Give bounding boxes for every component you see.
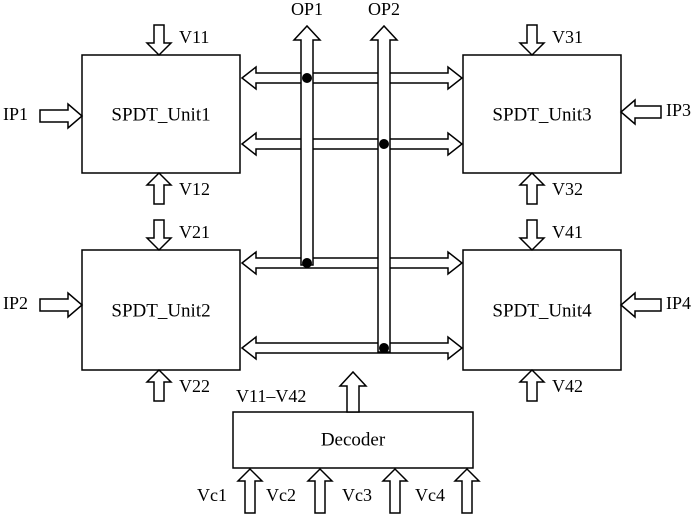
decoder-output-arrow xyxy=(338,370,368,413)
junction-dot-1 xyxy=(302,73,312,83)
spdt-unit-2-label: SPDT_Unit2 xyxy=(111,300,210,321)
decoder-input-arrow-2 xyxy=(306,467,334,514)
op2-label: OP2 xyxy=(368,0,400,19)
ctrl-bottom-label-4: V42 xyxy=(552,376,583,396)
bus-arrow-1 xyxy=(240,65,464,91)
op1-output-arrow xyxy=(292,24,322,266)
input-arrow-1 xyxy=(39,102,84,130)
ctrl-top-label-4: V41 xyxy=(552,222,583,242)
ctrl-bottom-label-2: V22 xyxy=(179,376,210,396)
input-label-3: IP3 xyxy=(666,100,691,120)
bus-arrow-3 xyxy=(240,250,464,276)
ctrl-bottom-arrow-4 xyxy=(518,368,546,402)
decoder-input-label-2: Vc2 xyxy=(266,485,296,505)
spdt-unit-2-box xyxy=(81,249,241,371)
spdt-unit-4-label: SPDT_Unit4 xyxy=(492,300,592,321)
bus-arrow-2 xyxy=(240,131,464,157)
decoder-input-arrow-3 xyxy=(381,467,409,514)
junction-dot-4 xyxy=(379,343,389,353)
ctrl-bottom-arrow-3 xyxy=(518,171,546,205)
decoder-label: Decoder xyxy=(321,429,386,450)
ctrl-top-arrow-3 xyxy=(518,24,546,57)
input-label-4: IP4 xyxy=(666,293,691,313)
spdt-unit-1-box xyxy=(81,54,241,174)
spdt-unit-1-label: SPDT_Unit1 xyxy=(111,104,210,125)
op1-label: OP1 xyxy=(291,0,323,19)
decoder-input-label-1: Vc1 xyxy=(197,485,227,505)
input-arrow-3 xyxy=(619,98,662,126)
op2-output-arrow xyxy=(369,24,399,353)
spdt-unit-4-box xyxy=(462,249,622,371)
ctrl-bottom-arrow-2 xyxy=(145,368,173,402)
junction-dot-2 xyxy=(379,139,389,149)
bus-arrow-4 xyxy=(240,335,464,361)
decoder-output-label: V11–V42 xyxy=(236,386,306,406)
spdt-unit-3-box xyxy=(462,54,622,174)
ctrl-top-arrow-1 xyxy=(145,24,173,57)
ctrl-top-arrow-4 xyxy=(518,219,546,252)
ctrl-top-label-1: V11 xyxy=(179,27,209,47)
decoder-input-label-4: Vc4 xyxy=(415,485,445,505)
junction-dot-3 xyxy=(302,258,312,268)
input-arrow-2 xyxy=(39,291,84,319)
ctrl-bottom-label-3: V32 xyxy=(552,179,583,199)
spdt-unit-3-label: SPDT_Unit3 xyxy=(492,104,591,125)
decoder-input-arrow-1 xyxy=(236,467,264,514)
ctrl-top-arrow-2 xyxy=(145,219,173,252)
ctrl-bottom-arrow-1 xyxy=(145,171,173,205)
decoder-box xyxy=(232,411,474,469)
decoder-input-label-3: Vc3 xyxy=(342,485,372,505)
input-label-1: IP1 xyxy=(3,104,28,124)
input-label-2: IP2 xyxy=(3,293,28,313)
input-arrow-4 xyxy=(619,291,662,319)
ctrl-top-label-2: V21 xyxy=(179,222,210,242)
decoder-input-arrow-4 xyxy=(453,467,481,514)
ctrl-top-label-3: V31 xyxy=(552,27,583,47)
ctrl-bottom-label-1: V12 xyxy=(179,179,210,199)
